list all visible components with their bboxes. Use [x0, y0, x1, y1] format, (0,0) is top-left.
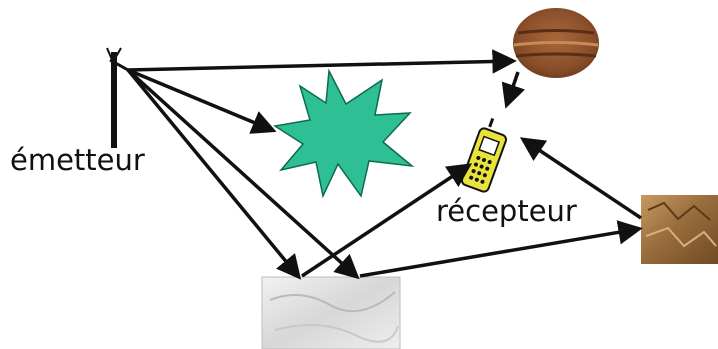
ray-to-wood [128, 61, 512, 70]
rock-obstacle [641, 195, 718, 264]
wood-obstacle [513, 8, 599, 78]
antenna-icon [107, 48, 128, 148]
mobile-phone-icon [461, 116, 512, 193]
obstacle-star-shape [275, 71, 412, 196]
ray-to-star [128, 70, 272, 130]
ray-marble-to-rock [360, 229, 638, 276]
ray-to-marble-left [128, 70, 298, 276]
propagation-paths [128, 61, 641, 276]
receiver-label: récepteur [436, 197, 577, 226]
emitter-label: émetteur [10, 146, 145, 175]
reflection-wood-to-phone [507, 72, 518, 104]
marble-obstacle [262, 277, 400, 349]
